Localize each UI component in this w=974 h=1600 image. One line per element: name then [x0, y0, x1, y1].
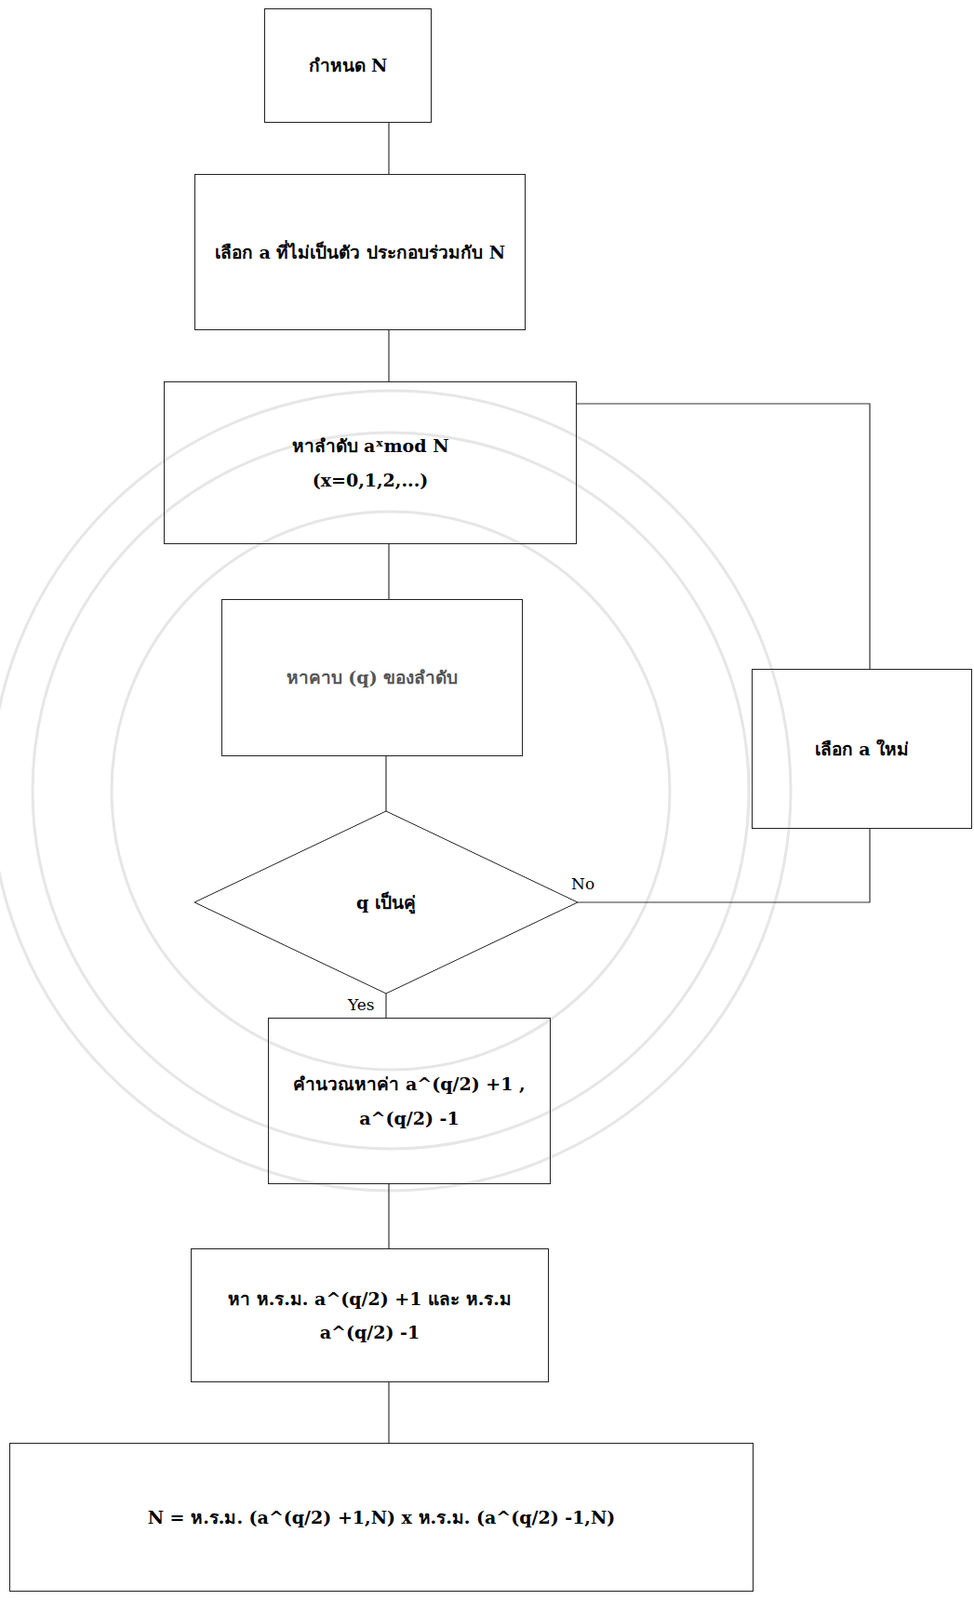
connector-line: [577, 828, 870, 903]
connector-line: [387, 1184, 389, 1249]
decision-diamond: q เป็นคู่: [194, 811, 578, 994]
node-text: (x=0,1,2,...): [312, 463, 429, 497]
edge-label: Yes: [346, 995, 377, 1015]
node-text: q เป็นคู่: [356, 885, 416, 920]
node-text: หาคาบ (q) ของลำดับ: [286, 660, 459, 694]
connector-line: [385, 756, 387, 812]
node-text: N = ห.ร.ม. (a^(q/2) +1,N) x ห.ร.ม. (a^(q…: [147, 1500, 616, 1535]
node-text: เลือก a ที่ไม่เป็นตัว ประกอบร่วมกับ N: [214, 235, 506, 269]
connector-line: [387, 122, 389, 174]
retry-box: เลือก a ใหม่: [751, 668, 973, 829]
process-box: คำนวณหาค่า a^(q/2) +1 , a^(q/2) -1: [267, 1017, 551, 1185]
connector-line: [387, 1382, 389, 1443]
process-box: หาลำดับ aˣmod N(x=0,1,2,...): [163, 381, 577, 545]
start-box: กำหนด N: [264, 8, 432, 123]
result-box: N = ห.ร.ม. (a^(q/2) +1,N) x ห.ร.ม. (a^(q…: [9, 1442, 754, 1592]
connector-line: [387, 544, 389, 600]
node-text: เลือก a ใหม่: [814, 732, 910, 766]
node-text: หา ห.ร.ม. a^(q/2) +1 และ ห.ร.ม a^(q/2) -…: [202, 1281, 537, 1349]
connector-line: [385, 993, 387, 1018]
node-text: กำหนด N: [308, 48, 388, 82]
node-text: คำนวณหาค่า a^(q/2) +1 , a^(q/2) -1: [280, 1067, 539, 1135]
process-box: หาคาบ (q) ของลำดับ: [221, 599, 523, 757]
connector-line: [387, 330, 389, 382]
node-text: หาลำดับ aˣmod N: [292, 428, 450, 463]
edge-label: No: [569, 874, 597, 894]
connector-line: [576, 403, 870, 669]
process-box: หา ห.ร.ม. a^(q/2) +1 และ ห.ร.ม a^(q/2) -…: [190, 1248, 549, 1383]
process-box: เลือก a ที่ไม่เป็นตัว ประกอบร่วมกับ N: [194, 173, 526, 331]
